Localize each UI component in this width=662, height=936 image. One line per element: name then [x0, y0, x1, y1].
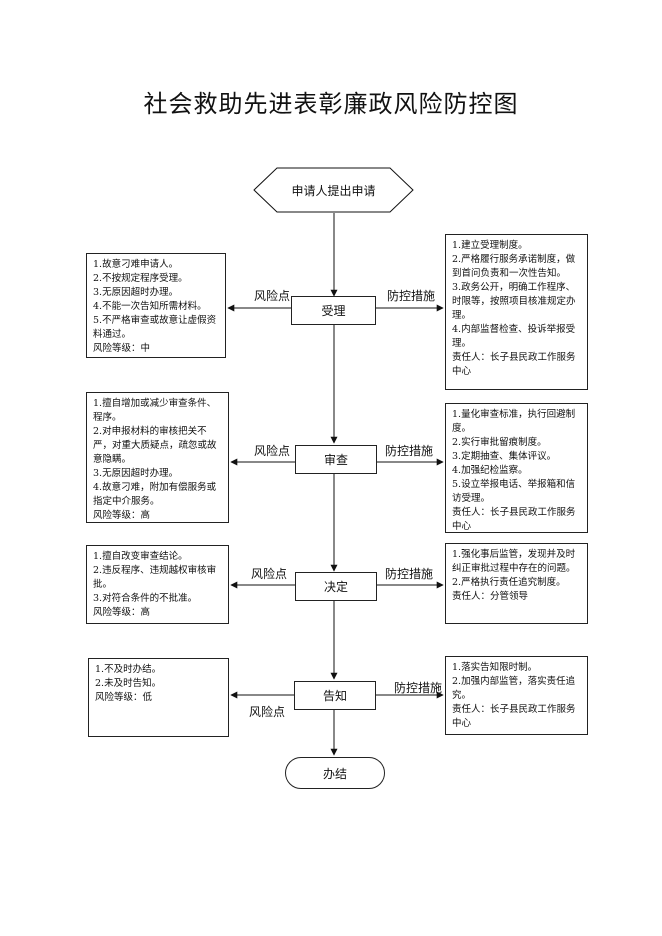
step-accept: 受理: [291, 296, 376, 325]
risk-box-notify: 1.不及时办结。 2.未及时告知。 风险等级：低: [88, 658, 229, 737]
risk-box-accept: 1.故意刁难申请人。 2.不按规定程序受理。 3.无原因超时办理。 4.不能一次…: [86, 253, 226, 358]
control-item: 5.设立举报电话、举报箱和信访受理。: [452, 479, 576, 504]
risk-item: 4.故意刁难，附加有偿服务或指定中介服务。: [93, 482, 217, 507]
control-item: 1.建立受理制度。: [452, 240, 528, 251]
control-box-accept: 1.建立受理制度。 2.严格履行服务承诺制度，做到首问负责和一次性告知。 3.政…: [445, 234, 588, 390]
control-item: 2.实行审批留痕制度。: [452, 437, 547, 448]
risk-level: 风险等级：低: [95, 692, 153, 703]
risk-item: 2.不按规定程序受理。: [93, 273, 188, 284]
control-item: 1.量化审查标准，执行回避制度。: [452, 409, 576, 434]
risk-item: 1.擅自改变审查结论。: [93, 551, 188, 562]
risk-item: 1.不及时办结。: [95, 664, 162, 675]
risk-box-decide: 1.擅自改变审查结论。 2.违反程序、违规越权审核审批。 3.对符合条件的不批准…: [86, 545, 229, 624]
control-item: 1.落实告知限时制。: [452, 662, 538, 673]
control-box-decide: 1.强化事后监管，发现并及时纠正审批过程中存在的问题。 2.严格执行责任追究制度…: [445, 543, 588, 624]
risk-box-review: 1.擅自增加或减少审查条件、程序。 2.对申报材料的审核把关不严，对重大质疑点，…: [86, 392, 229, 523]
risk-item: 2.未及时告知。: [95, 678, 162, 689]
risk-label: 风险点: [254, 289, 291, 303]
control-label: 防控措施: [394, 681, 443, 695]
risk-item: 2.违反程序、违规越权审核审批。: [93, 565, 217, 590]
risk-item: 3.对符合条件的不批准。: [93, 593, 198, 604]
risk-level: 风险等级：高: [93, 607, 151, 618]
page-title: 社会救助先进表彰廉政风险防控图: [143, 90, 519, 118]
control-box-notify: 1.落实告知限时制。 2.加强内部监管，落实责任追究。 责任人：长子县民政工作服…: [445, 656, 588, 735]
control-item: 2.严格执行责任追究制度。: [452, 577, 566, 588]
control-item: 1.强化事后监管，发现并及时纠正审批过程中存在的问题。: [452, 549, 576, 574]
risk-label: 风险点: [249, 705, 286, 719]
control-item: 4.内部监督检查、投诉举报受理。: [452, 324, 576, 349]
start-hexagon: [253, 167, 414, 213]
responsible-person: 责任人：长子县民政工作服务中心: [452, 352, 576, 377]
risk-item: 3.无原因超时办理。: [93, 287, 179, 298]
risk-label: 风险点: [254, 444, 291, 458]
risk-item: 1.故意刁难申请人。: [93, 259, 179, 270]
risk-level: 风险等级：中: [93, 343, 151, 354]
risk-item: 3.无原因超时办理。: [93, 468, 179, 479]
risk-item: 2.对申报材料的审核把关不严，对重大质疑点，疏忽或故意隐瞒。: [93, 426, 217, 465]
responsible-person: 责任人：分管领导: [452, 591, 529, 602]
control-item: 2.加强内部监管，落实责任追究。: [452, 676, 576, 701]
start-node: 申请人提出申请: [291, 183, 376, 198]
step-decide: 决定: [295, 572, 377, 601]
risk-item: 1.擅自增加或减少审查条件、程序。: [93, 398, 217, 423]
control-item: 2.严格履行服务承诺制度，做到首问负责和一次性告知。: [452, 254, 576, 279]
control-item: 3.定期抽查、集体评议。: [452, 451, 557, 462]
end-node: 办结: [285, 757, 385, 789]
risk-item: 5.不严格审查或故意让虚假资料通过。: [93, 315, 217, 340]
responsible-person: 责任人：长子县民政工作服务中心: [452, 704, 576, 729]
risk-level: 风险等级：高: [93, 510, 151, 521]
responsible-person: 责任人：长子县民政工作服务中心: [452, 507, 576, 532]
step-notify: 告知: [294, 681, 376, 710]
control-box-review: 1.量化审查标准，执行回避制度。 2.实行审批留痕制度。 3.定期抽查、集体评议…: [445, 403, 588, 533]
control-item: 3.政务公开，明确工作程序、时限等，按照项目核准规定办理。: [452, 282, 576, 321]
step-review: 审查: [295, 445, 377, 474]
risk-label: 风险点: [251, 567, 288, 581]
control-label: 防控措施: [385, 567, 434, 581]
control-label: 防控措施: [387, 289, 436, 303]
control-label: 防控措施: [385, 444, 434, 458]
risk-item: 4.不能一次告知所需材料。: [93, 301, 207, 312]
control-item: 4.加强纪检监察。: [452, 465, 528, 476]
